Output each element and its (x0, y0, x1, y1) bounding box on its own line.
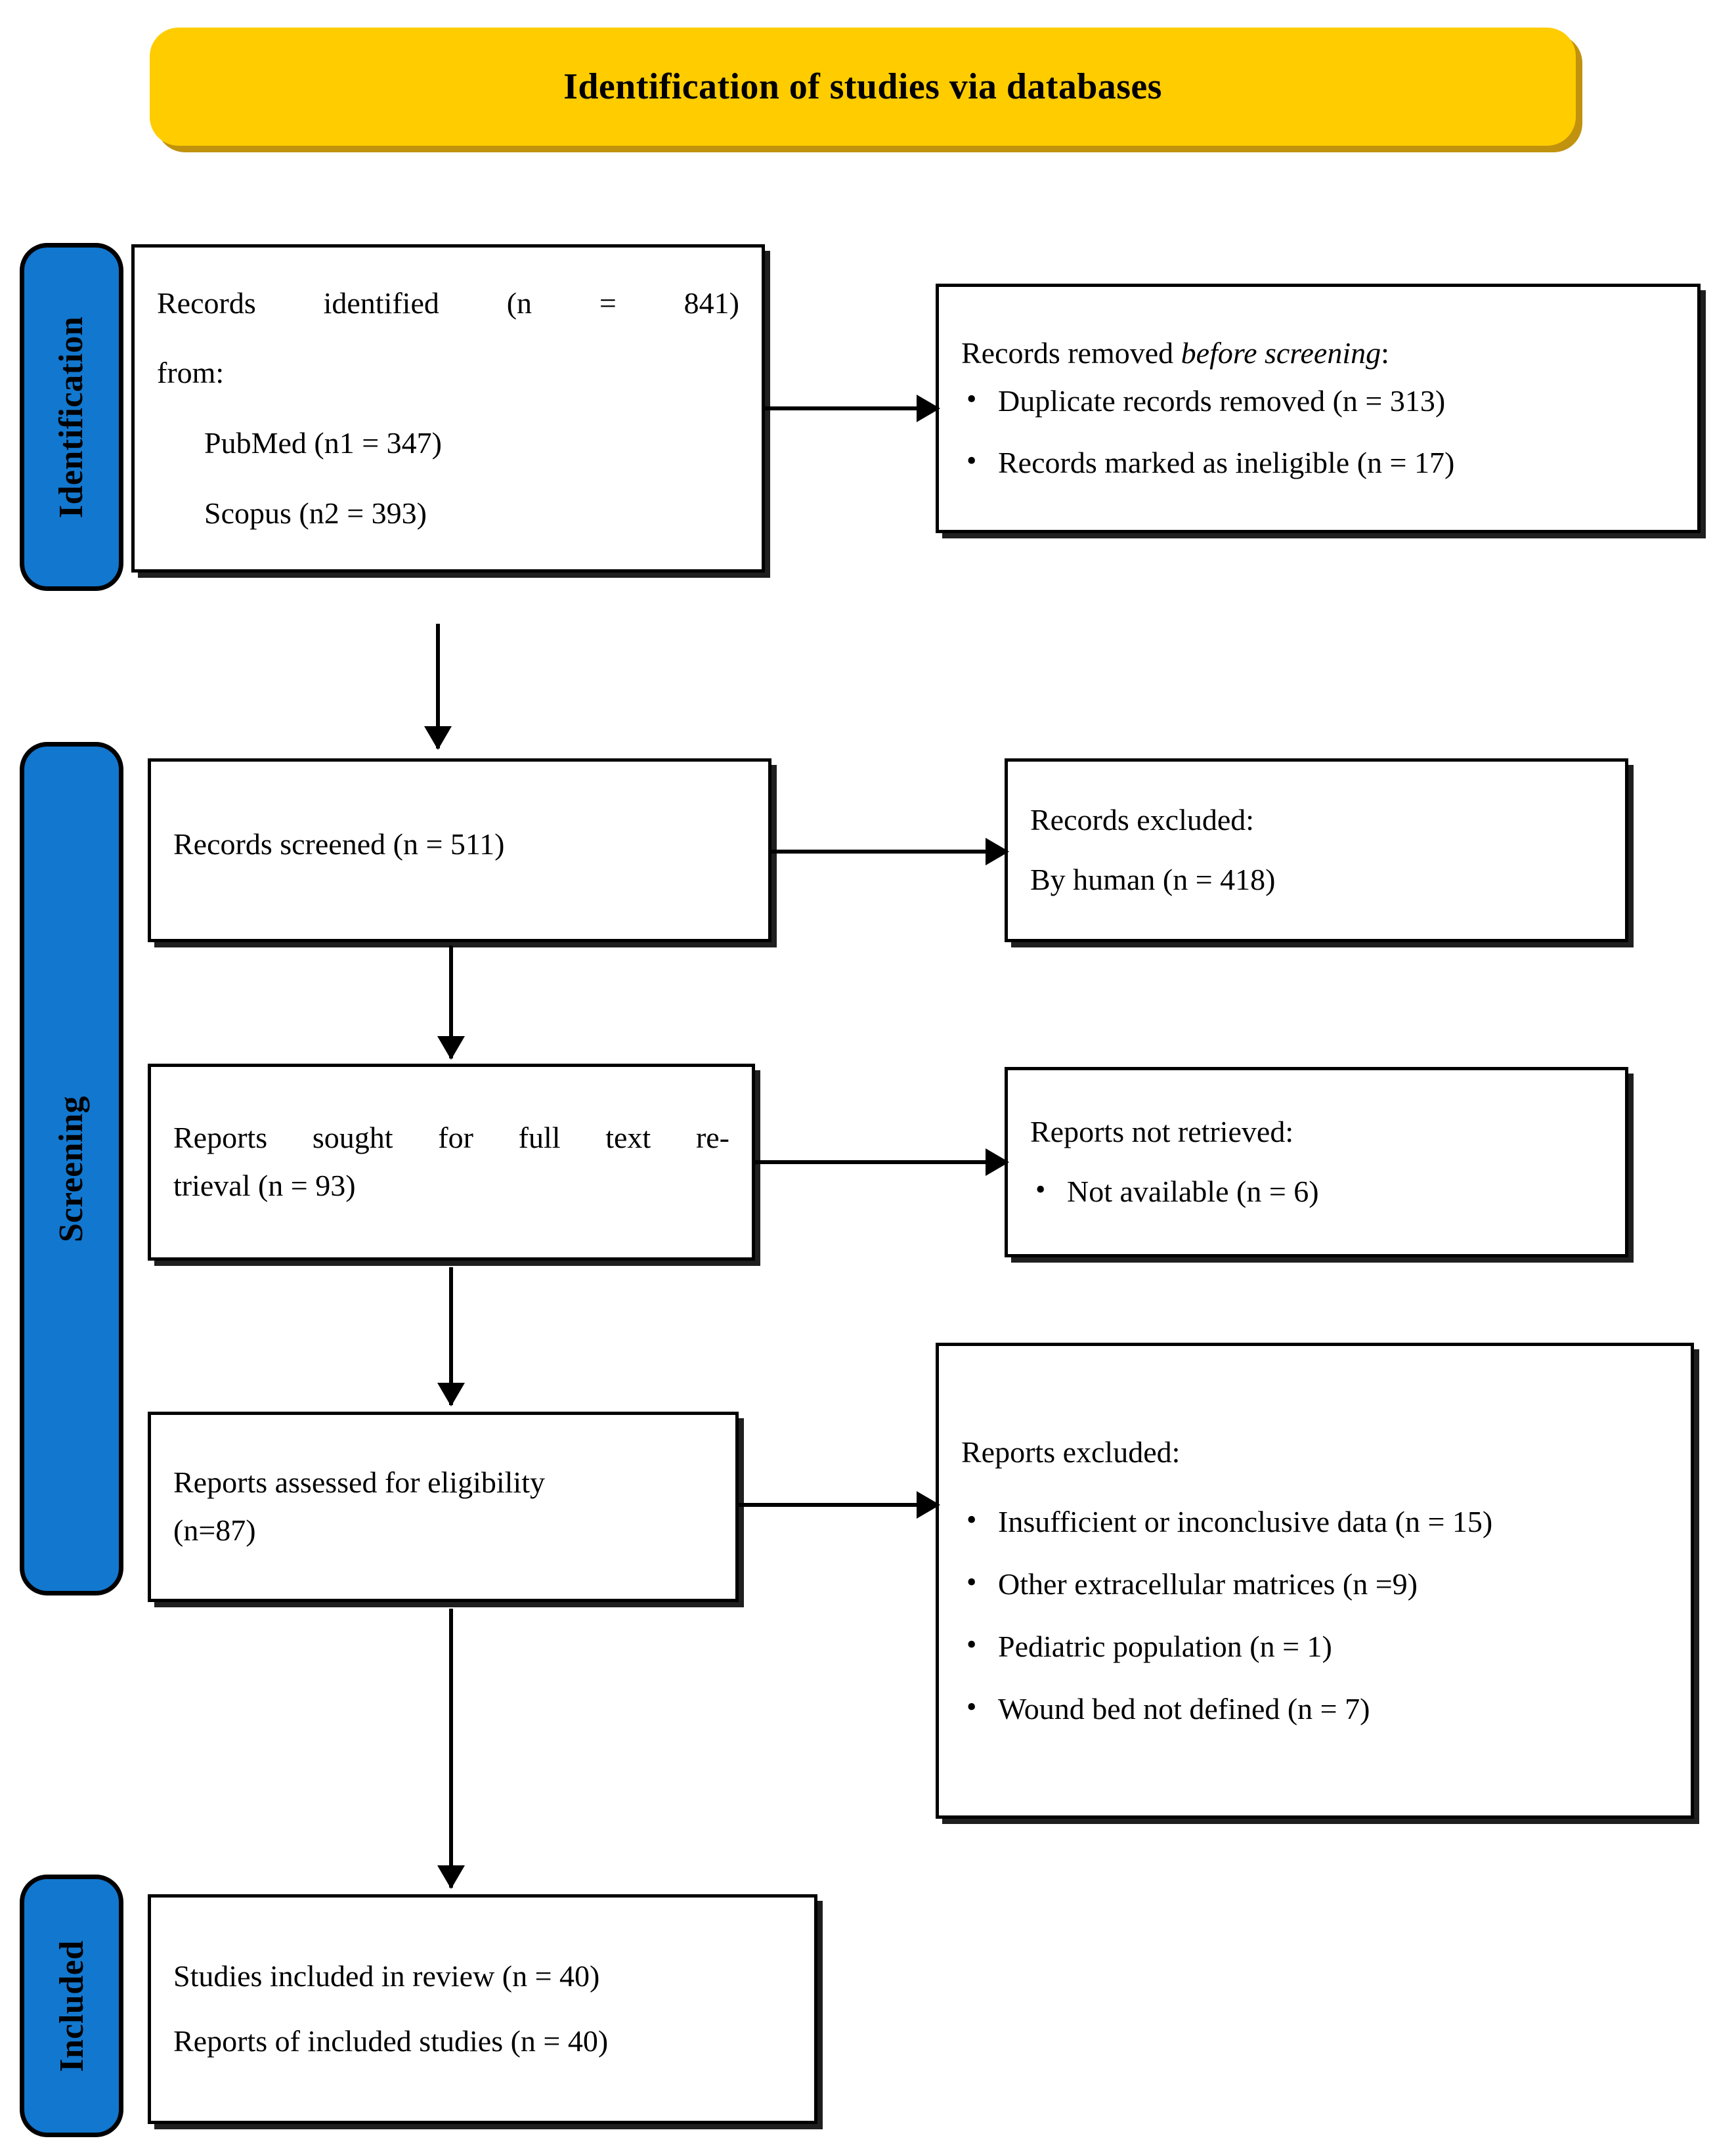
records-screened-line: Records screened (n = 511) (173, 827, 505, 861)
stage-label-screening: Screening (53, 1095, 91, 1242)
records-removed-heading: Records removed before screening: (961, 330, 1675, 378)
stage-label-identification: Identification (53, 316, 91, 518)
reports-sought-line1: Reports sought for full text re- (173, 1121, 729, 1155)
box-records-excluded: Records excluded: By human (n = 418) (1005, 758, 1628, 942)
arrow-head (917, 395, 940, 422)
box-reports-not-retrieved: Reports not retrieved: Not available (n … (1005, 1067, 1628, 1257)
arrow-down-screened-to-sought-icon (437, 945, 466, 1060)
arrow-shaft (739, 1503, 939, 1507)
records-identified-source-scopus: Scopus (n2 = 393) (204, 496, 427, 530)
records-removed-list: Duplicate records removed (n = 313) Reco… (961, 376, 1675, 487)
box-reports-assessed: Reports assessed for eligibility (n=87) (148, 1412, 739, 1602)
records-removed-heading-italic: before screening (1181, 336, 1381, 370)
arrow-down-assessed-to-included-icon (437, 1609, 466, 1889)
stage-bar-identification: Identification (20, 243, 123, 591)
box-records-screened: Records screened (n = 511) (148, 758, 771, 942)
arrow-right-sought-to-not-retrieved-icon (755, 1148, 1009, 1177)
list-item: Insufficient or inconclusive data (n = 1… (961, 1497, 1668, 1546)
arrow-head (424, 726, 452, 750)
records-identified-source-pubmed: PubMed (n1 = 347) (204, 426, 442, 460)
records-identified-from: from: (157, 356, 225, 390)
arrow-shaft (449, 1609, 453, 1888)
records-excluded-line: By human (n = 418) (1030, 863, 1276, 896)
arrow-shaft (449, 1267, 453, 1405)
arrow-shaft (771, 850, 1008, 854)
reports-not-retrieved-list: Not available (n = 6) (1030, 1167, 1603, 1216)
box-reports-excluded: Reports excluded: Insufficient or inconc… (936, 1343, 1694, 1819)
records-identified-line: Records identified (n = 841) (157, 286, 739, 320)
reports-assessed-line1: Reports assessed for eligibility (173, 1465, 545, 1500)
records-excluded-heading: Records excluded: (1030, 803, 1255, 837)
box-reports-sought: Reports sought for full text re- trieval… (148, 1064, 755, 1261)
arrow-head (437, 1383, 465, 1406)
box-records-removed: Records removed before screening: Duplic… (936, 284, 1701, 533)
page-title: Identification of studies via databases (563, 66, 1162, 107)
arrow-head (437, 1865, 465, 1889)
arrow-right-screened-to-excluded-icon (771, 837, 1009, 866)
reports-sought-line2: trieval (n = 93) (173, 1169, 356, 1202)
list-item: Other extracellular matrices (n =9) (961, 1559, 1668, 1609)
arrow-head (986, 838, 1009, 865)
reports-assessed-line2: (n=87) (173, 1513, 256, 1547)
studies-included-line1: Studies included in review (n = 40) (173, 1959, 600, 1993)
list-item: Wound bed not defined (n = 7) (961, 1684, 1668, 1733)
records-removed-heading-colon: : (1381, 336, 1389, 370)
reports-not-retrieved-heading: Reports not retrieved: (1030, 1115, 1294, 1149)
arrow-down-identified-to-screened-icon (423, 624, 452, 750)
box-studies-included: Studies included in review (n = 40) Repo… (148, 1894, 817, 2124)
arrow-shaft (449, 945, 453, 1058)
arrow-head (437, 1036, 465, 1060)
list-item: Pediatric population (n = 1) (961, 1622, 1668, 1671)
arrow-shaft (436, 624, 440, 749)
arrow-shaft (765, 406, 939, 410)
stage-label-included: Included (53, 1940, 91, 2072)
list-item: Not available (n = 6) (1030, 1167, 1603, 1216)
arrow-head (986, 1148, 1009, 1176)
arrow-down-sought-to-assessed-icon (437, 1267, 466, 1406)
arrow-shaft (755, 1160, 1008, 1164)
stage-bar-screening: Screening (20, 742, 123, 1595)
arrow-right-assessed-to-excluded-icon (739, 1490, 940, 1519)
reports-excluded-list: Insufficient or inconclusive data (n = 1… (961, 1497, 1668, 1733)
list-item: Records marked as ineligible (n = 17) (961, 438, 1675, 487)
stage-bar-included: Included (20, 1875, 123, 2137)
records-removed-heading-plain: Records removed (961, 336, 1181, 370)
reports-excluded-heading: Reports excluded: (961, 1435, 1181, 1469)
arrow-right-identified-to-removed-icon (765, 394, 940, 423)
diagram-header-banner: Identification of studies via databases (150, 28, 1576, 146)
box-records-identified: Records identified (n = 841) from: PubMe… (131, 244, 765, 573)
studies-included-line2: Reports of included studies (n = 40) (173, 2024, 609, 2058)
arrow-head (917, 1491, 940, 1519)
list-item: Duplicate records removed (n = 313) (961, 376, 1675, 425)
